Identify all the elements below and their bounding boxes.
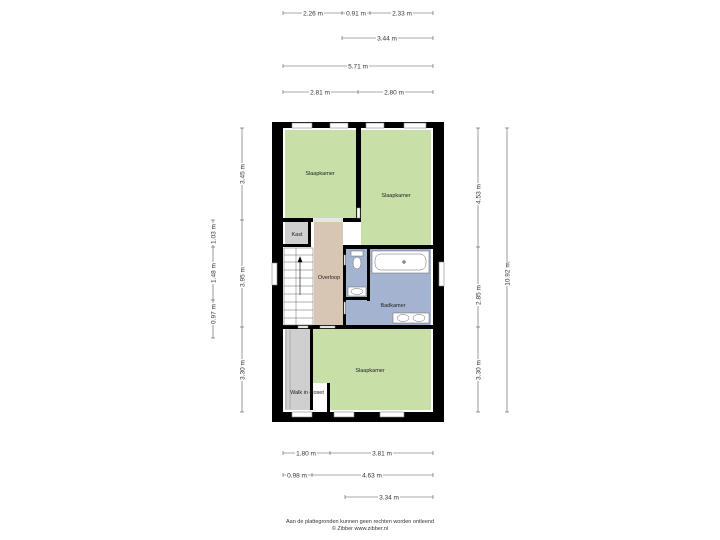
room-landing [314, 222, 343, 325]
room-bedroom-top-left [285, 130, 356, 218]
room-bedroom-bottom [312, 329, 431, 410]
dim-right-3: 2.85 m [476, 285, 483, 305]
dim-bottom-2: 3.81 m [372, 451, 392, 458]
dim-left-1: 3.45 m [240, 164, 247, 184]
dim-top-5: 5.71 m [348, 64, 368, 71]
dim-bottom-3: 0.98 m [287, 473, 307, 480]
closet-shelf [285, 330, 291, 409]
dimension-labels: 2.26 m 0.91 m 2.33 m 3.44 m 5.71 m 2.81 … [209, 9, 512, 502]
room-labels: Slaapkamer Slaapkamer Kast Overloop Badk… [290, 171, 411, 396]
label-walk-in-closet: Walk in closet [290, 390, 324, 396]
room-walk-in-closet [285, 329, 312, 410]
dim-right-2: 10.92 m [505, 262, 512, 286]
dim-left-4: 3.95 m [240, 267, 247, 287]
dim-bottom-1: 1.80 m [296, 451, 316, 458]
room-cupboard [285, 222, 308, 244]
dim-top-1: 2.26 m [303, 11, 323, 18]
dim-right-4: 3.30 m [476, 360, 483, 380]
label-landing: Overloop [318, 275, 340, 281]
dim-bottom-5: 3.34 m [379, 495, 399, 502]
label-bedroom-bottom: Slaapkamer [355, 368, 385, 374]
bathtub-icon [371, 250, 430, 274]
dim-top-4: 3.44 m [377, 36, 397, 43]
dim-top-3: 2.33 m [392, 11, 412, 18]
dim-left-2: 1.03 m [211, 224, 218, 244]
staircase [283, 247, 314, 326]
label-bathroom: Badkamer [380, 303, 405, 309]
door-openings [297, 207, 361, 329]
label-bedroom-top-right: Slaapkamer [381, 193, 411, 199]
stair-arrow-icon [297, 256, 303, 295]
toilet-icon [350, 250, 364, 270]
interior-walls [283, 128, 433, 412]
label-bedroom-top-left: Slaapkamer [305, 171, 335, 177]
footer-disclaimer: Aan de plattegronden kunnen geen rechten… [285, 519, 434, 525]
sink-icon [347, 286, 367, 297]
dim-bottom-4: 4.63 m [362, 473, 382, 480]
dim-left-6: 3.30 m [240, 360, 247, 380]
label-cupboard: Kast [291, 232, 302, 238]
room-bedroom-top-right [361, 130, 431, 245]
windows [271, 122, 445, 418]
dim-left-5: 0.97 m [211, 304, 218, 324]
double-sink-icon [392, 312, 430, 324]
dim-right-1: 4.53 m [476, 184, 483, 204]
dim-top-6: 2.81 m [310, 90, 330, 97]
dim-top-7: 2.80 m [384, 90, 404, 97]
footer-copyright: © Zibber www.zibber.nl [331, 526, 389, 532]
room-toilet [346, 249, 369, 299]
dim-left-3: 1.48 m [211, 263, 218, 283]
dim-top-2: 0.91 m [346, 11, 366, 18]
